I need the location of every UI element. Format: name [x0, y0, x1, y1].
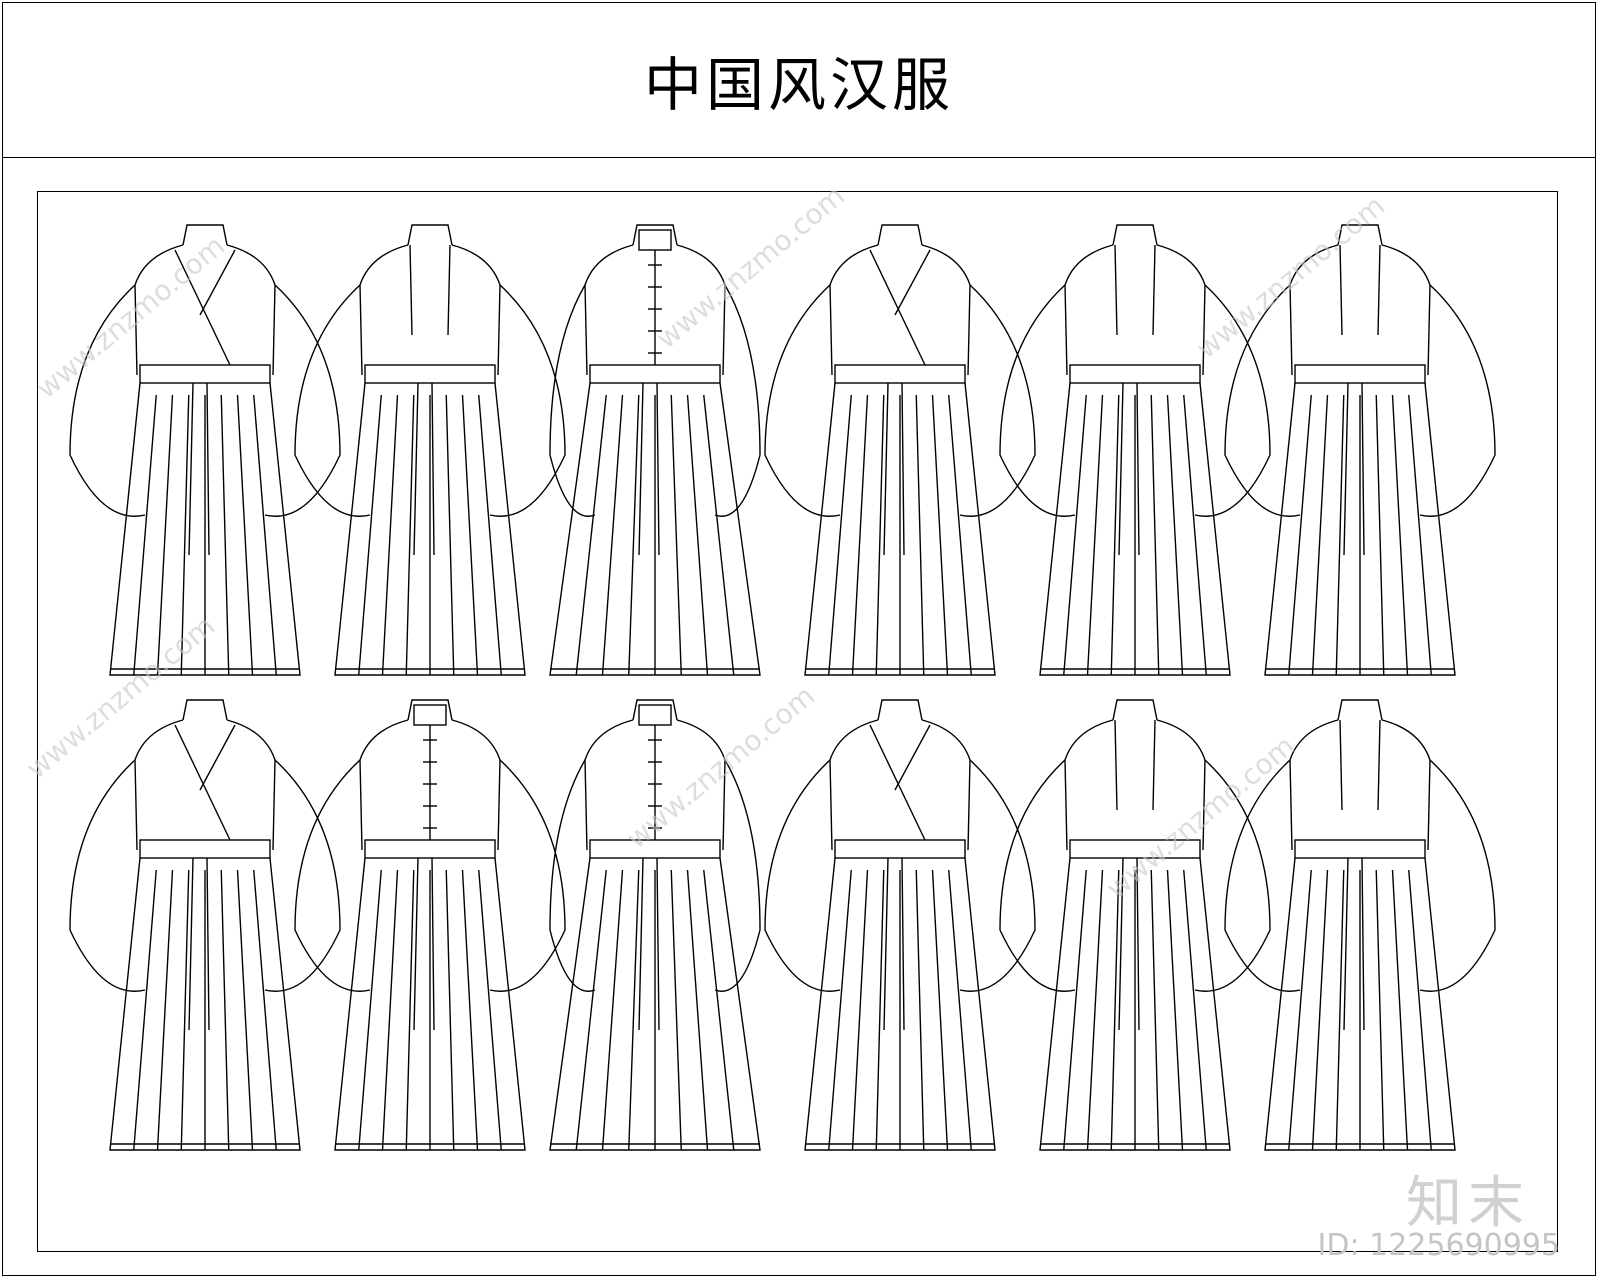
garment-frame: [37, 191, 1558, 1252]
beizi-with-pleated-skirt-garment: [1224, 699, 1496, 1151]
standing-collar-top-mamianqun-garment: [549, 224, 761, 676]
chest-high-ruqun-garment: [999, 699, 1271, 1151]
daxiushan-wide-robe-garment: [764, 699, 1036, 1151]
beizi-open-front-garment: [1224, 224, 1496, 676]
standing-collar-long-jacket-garment: [294, 699, 566, 1151]
id-value: 1225690995: [1369, 1228, 1560, 1263]
crossed-collar-robe-garment: [69, 224, 341, 676]
id-label: ID:: [1317, 1228, 1360, 1263]
title-band: 中国风汉服: [3, 3, 1595, 158]
crossed-collar-top-skirt-garment: [69, 699, 341, 1151]
wide-sleeve-robe-with-sash-garment: [764, 224, 1036, 676]
id-label-line: ID: 1225690995: [1318, 1228, 1560, 1263]
page-title: 中国风汉服: [643, 51, 954, 119]
chest-high-ruqun-with-banbi-garment: [999, 224, 1271, 676]
high-waist-ruqun-garment: [294, 224, 566, 676]
mamianqun-skirt-garment: [549, 699, 761, 1151]
brand-logo: 知末: [1406, 1171, 1530, 1236]
